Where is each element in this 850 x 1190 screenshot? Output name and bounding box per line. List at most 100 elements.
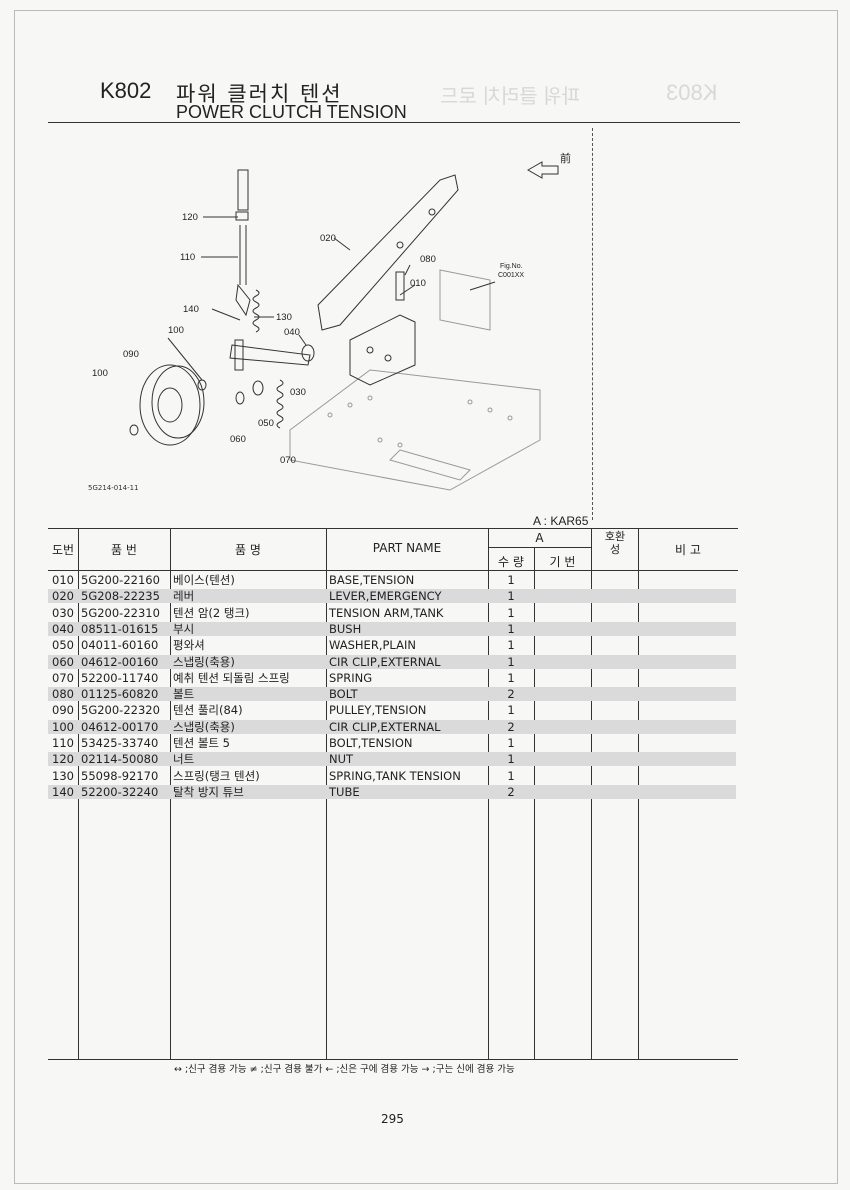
- part-no-cell: 5G200-22310: [81, 605, 160, 620]
- bleed-through-title: 파워 클러치 로드: [440, 86, 580, 108]
- front-direction-label: 前: [560, 151, 571, 165]
- interchange-legend: ↔ ;신구 겸용 가능 ≠ ;신구 겸용 불가 ← ;신은 구에 겸용 가능 →…: [174, 1064, 515, 1075]
- ref-no-cell: 020: [52, 589, 74, 604]
- part-name-en-cell: CIR CLIP,EXTERNAL: [329, 654, 441, 669]
- footer-rule: [48, 1059, 738, 1060]
- page-number: 295: [381, 1112, 404, 1126]
- fig-no-value: C001XX: [498, 272, 524, 279]
- part-no-cell: 53425-33740: [81, 736, 159, 750]
- header-ref-no: 도번: [51, 543, 75, 557]
- part-no-cell: 04612-00170: [81, 719, 159, 734]
- part-name-en-cell: PULLEY,TENSION: [329, 703, 427, 718]
- callout-060: 060: [230, 434, 246, 445]
- qty-cell: 2: [507, 784, 515, 799]
- title-rule: [48, 122, 740, 123]
- header-part-no: 품 번: [111, 543, 137, 557]
- qty-cell: 1: [507, 703, 515, 718]
- col-rule-5: [534, 547, 535, 1059]
- part-name-ko-cell: 너트: [173, 752, 195, 767]
- part-name-ko-cell: 평와셔: [173, 638, 205, 653]
- callout-080: 080: [420, 254, 436, 265]
- part-name-en-cell: LEVER,EMERGENCY: [329, 589, 442, 604]
- row-shade: [48, 687, 736, 702]
- row-shade: [48, 752, 736, 767]
- row-shade: [48, 719, 736, 734]
- ref-no-cell: 120: [52, 752, 74, 767]
- qty-cell: 1: [507, 752, 515, 767]
- qty-cell: 1: [507, 768, 515, 783]
- page-code: K802: [100, 78, 152, 103]
- header-qty: 수 량: [498, 555, 524, 569]
- part-name-en-cell: BUSH: [329, 621, 362, 636]
- part-no-cell: 5G200-22320: [81, 703, 160, 718]
- part-name-ko-cell: 스프링(탱크 텐션): [173, 768, 260, 783]
- header-interchange: 호환성: [604, 530, 626, 556]
- part-name-en-cell: CIR CLIP,EXTERNAL: [329, 719, 441, 734]
- qty-cell: 1: [507, 654, 515, 669]
- ref-no-cell: 010: [52, 573, 74, 587]
- part-no-cell: 52200-32240: [81, 784, 159, 799]
- page-title-korean: 파워 클러치 텐션: [176, 82, 343, 106]
- header-remarks: 비 고: [675, 543, 701, 557]
- callout-090: 090: [123, 349, 139, 360]
- callout-140: 140: [183, 304, 199, 315]
- callout-110: 110: [180, 252, 195, 263]
- part-name-en-cell: SPRING,TANK TENSION: [329, 768, 461, 783]
- ref-no-cell: 070: [52, 670, 74, 685]
- part-name-ko-cell: 예취 텐션 되돌림 스프링: [173, 670, 290, 685]
- ref-no-cell: 080: [52, 687, 74, 702]
- ref-no-cell: 030: [52, 605, 74, 620]
- part-name-en-cell: BOLT,TENSION: [329, 736, 413, 750]
- ref-no-cell: 100: [52, 719, 74, 734]
- callout-050: 050: [258, 418, 274, 429]
- fig-no-label: Fig.No.: [500, 263, 523, 270]
- part-no-cell: 55098-92170: [81, 768, 159, 783]
- bleed-through-code: K803: [666, 80, 718, 105]
- qty-cell: 1: [507, 736, 515, 750]
- ref-no-cell: 140: [52, 784, 74, 799]
- part-name-ko-cell: 탈착 방지 튜브: [173, 784, 244, 799]
- ref-no-cell: 090: [52, 703, 74, 718]
- qty-cell: 1: [507, 621, 515, 636]
- part-no-cell: 02114-50080: [81, 752, 159, 767]
- part-no-cell: 04011-60160: [81, 638, 159, 653]
- ref-no-cell: 110: [52, 736, 74, 750]
- qty-cell: 1: [507, 589, 515, 604]
- part-name-en-cell: TUBE: [329, 784, 360, 799]
- part-no-cell: 52200-11740: [81, 670, 159, 685]
- part-no-cell: 5G200-22160: [81, 573, 160, 587]
- part-name-en-cell: TENSION ARM,TANK: [329, 605, 444, 620]
- ref-no-cell: 050: [52, 638, 74, 653]
- callout-020: 020: [320, 233, 336, 244]
- header-group-a: A: [535, 531, 544, 545]
- header-bottom-rule: [48, 570, 738, 571]
- callout-070: 070: [280, 455, 296, 466]
- header-part-name-en: PART NAME: [372, 541, 442, 555]
- row-shade: [48, 784, 736, 799]
- row-shade: [48, 621, 736, 636]
- callout-030: 030: [290, 387, 306, 398]
- header-part-name-ko: 품 명: [235, 543, 261, 557]
- qty-cell: 2: [507, 719, 515, 734]
- callout-100-lower: 100: [92, 368, 108, 379]
- part-name-ko-cell: 텐션 풀리(84): [173, 703, 243, 718]
- part-name-en-cell: WASHER,PLAIN: [329, 638, 416, 653]
- part-name-ko-cell: 텐션 볼트 5: [173, 736, 230, 750]
- qty-cell: 1: [507, 638, 515, 653]
- ref-no-cell: 130: [52, 768, 74, 783]
- part-no-cell: 5G208-22235: [81, 589, 160, 604]
- qty-cell: 2: [507, 687, 515, 702]
- exploded-parts-diagram: 120 110 140 130 100 090 100 040 030 060 …: [92, 151, 571, 491]
- callout-120: 120: [182, 212, 198, 223]
- callout-010: 010: [410, 278, 426, 289]
- qty-cell: 1: [507, 573, 515, 587]
- row-shade: [48, 589, 736, 604]
- part-name-en-cell: BASE,TENSION: [329, 573, 415, 587]
- callout-130: 130: [276, 312, 292, 323]
- callout-100-upper: 100: [168, 325, 184, 336]
- table-top-rule: [48, 528, 738, 529]
- part-name-en-cell: BOLT: [329, 687, 358, 702]
- page-title-english: POWER CLUTCH TENSION: [176, 102, 407, 122]
- page-border: [14, 10, 838, 1184]
- part-name-ko-cell: 부시: [173, 621, 195, 636]
